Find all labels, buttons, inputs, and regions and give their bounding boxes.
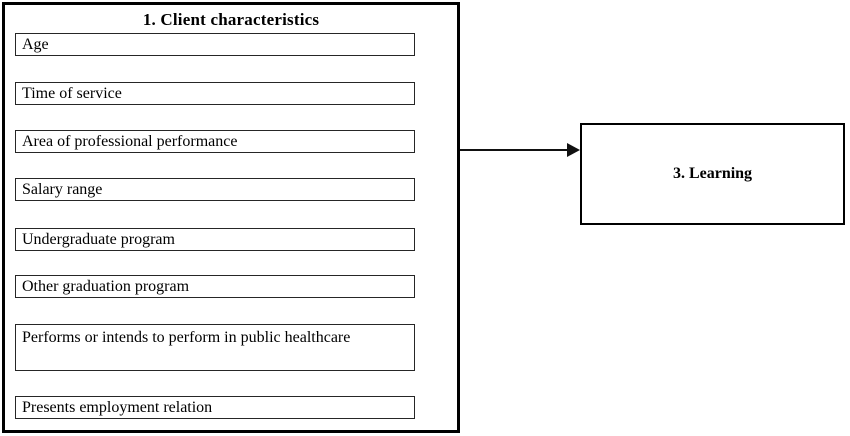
item-salary-range: Salary range xyxy=(15,178,415,201)
item-age: Age xyxy=(15,33,415,56)
item-presents-employment-relation: Presents employment relation xyxy=(15,396,415,419)
item-area-of-professional-performance: Area of professional performance xyxy=(15,130,415,153)
client-characteristics-title: 1. Client characteristics xyxy=(142,10,320,29)
item-undergraduate-program: Undergraduate program xyxy=(15,228,415,251)
client-characteristics-box: 1. Client characteristics Age Time of se… xyxy=(2,2,460,433)
item-time-of-service: Time of service xyxy=(15,82,415,105)
item-other-graduation-program: Other graduation program xyxy=(15,275,415,298)
learning-box-title: 3. Learning xyxy=(672,165,753,182)
arrow-shaft xyxy=(460,149,570,151)
learning-box: 3. Learning xyxy=(580,123,845,225)
arrow-right-icon xyxy=(567,143,580,157)
item-performs-public-healthcare: Performs or intends to perform in public… xyxy=(15,324,415,371)
